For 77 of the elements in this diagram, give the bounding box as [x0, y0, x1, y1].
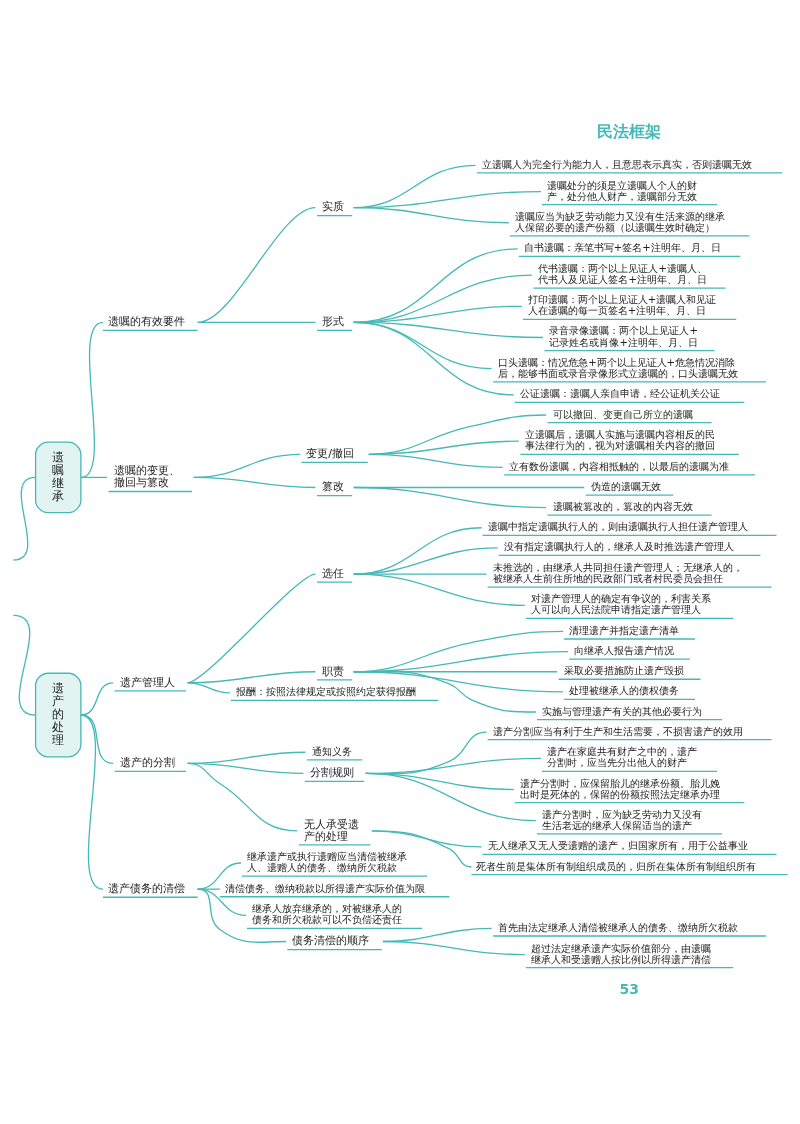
node-text: 实施与管理遗产有关的其他必要行为 — [541, 705, 702, 717]
node-text: 篡改 — [321, 479, 344, 493]
node-text: 首先由法定继承人清偿被继承人的债务、缴纳所欠税款 — [498, 921, 739, 933]
connector — [365, 772, 537, 821]
node-text: 无人承受遗产的处理 — [303, 817, 359, 843]
connector — [186, 681, 231, 694]
node-text: 分割规则 — [309, 765, 354, 779]
node-text: 伪造的遗嘱无效 — [590, 480, 661, 492]
node-text: 立遗嘱人为完全行为能力人，且意思表示真实，否则遗嘱无效 — [482, 158, 753, 170]
node-text: 遗嘱处分的须是立遗嘱人个人的财产，处分他人财产，遗嘱部分无效 — [546, 179, 697, 202]
node-text: 无人继承又无人受遗赠的遗产，归国家所有，用于公益事业 — [487, 839, 748, 851]
node-text: 遗嘱应当为缺乏劳动能力又没有生活来源的继承人保留必要的遗产份额（以遗嘱生效时确定） — [514, 210, 725, 233]
node-text: 遗产债务的清偿 — [108, 881, 186, 895]
node-text: 继承遗产或执行遗赠应当清偿被继承人、遗赠人的债务、缴纳所欠税款 — [246, 850, 407, 873]
node-text: 公证遗嘱：遗嘱人亲自申请，经公证机关公证 — [519, 387, 720, 399]
connector — [197, 321, 317, 323]
node-box: 遗产的处理 — [34, 672, 82, 757]
connector — [80, 681, 114, 716]
node-text: 录音录像遗嘱：两个以上见证人+记录姓名或肖像+注明年、月、日 — [549, 324, 698, 348]
connector — [353, 486, 547, 508]
connector — [353, 572, 526, 606]
node-text: 遗产的分割 — [119, 755, 175, 769]
node-text: 处理被继承人的债权债务 — [569, 684, 680, 696]
connector — [197, 888, 287, 943]
node-text: 对遗产管理人的确定有争议的，利害关系人可以向人民法院申请指定遗产管理人 — [530, 592, 711, 615]
node-text: 立有数份遗嘱，内容相抵触的，以最后的遗嘱为准 — [509, 460, 730, 472]
node-text: 遗产分割时，应为缺乏劳动力又没有生活老远的继承人保留适当的遗产 — [541, 808, 702, 831]
connector — [12, 614, 37, 716]
node-text: 清偿债务、缴纳税款以所得遗产实际价值为限 — [224, 882, 425, 894]
node-text: 继承人放弃继承的，对被继承人的债务和所欠税款可以不负偿还责任 — [252, 902, 403, 925]
label: 53 — [619, 980, 640, 997]
node-text: 职责 — [321, 664, 344, 678]
node-text: 形式 — [321, 314, 344, 328]
node-box: 遗嘱继承 — [34, 441, 82, 513]
node-text: 实质 — [321, 199, 344, 213]
connector — [371, 829, 473, 868]
node-text: 遗嘱的有效要件 — [108, 314, 186, 328]
node-text: 采取必要措施防止遗产毁损 — [563, 664, 684, 676]
connector — [353, 670, 537, 713]
node-text: 口头遗嘱：情况危急+两个以上见证人+危急情况消除后，能够书面或录音录像形式立遗嘱的，口头遗嘱无效 — [498, 356, 739, 379]
connector — [12, 476, 37, 561]
node-text: 通知义务 — [311, 745, 352, 757]
node-text: 遗产管理人 — [119, 675, 175, 689]
node-text: 遗产分割时，应保留胎儿的继承份额。胎儿娩出时是死体的，保留的份额按照法定继承办理 — [519, 776, 720, 800]
node-text: 自书遗嘱：亲笔书写+签名+注明年、月、日 — [523, 241, 721, 253]
connector — [368, 453, 504, 468]
node-text: 清理遗产并指定遗产清单 — [569, 624, 680, 636]
label: 民法框架 — [597, 121, 662, 141]
node-text: 立遗嘱后，遗嘱人实施与遗嘱内容相反的民事法律行为的，视为对遗嘱相关内容的撤回 — [525, 428, 716, 451]
node-text: 代书遗嘱：两个以上见证人+遗嘱人、代书人及见证人签名+注明年、月、日 — [538, 262, 707, 285]
connector — [80, 321, 104, 478]
node-text: 遗嘱的变更、撤回与篡改 — [113, 463, 180, 489]
node-text: 未推选的，由继承人共同担任遗产管理人；无继承人的，被继承人生前住所地的民政部门或者村民委员会担任 — [492, 561, 743, 584]
connector — [353, 206, 510, 223]
connector — [186, 762, 298, 831]
node-text: 遗产分割应当有利于生产和生活需要，不损害遗产的效用 — [492, 725, 743, 737]
node-text: 遗产在家庭共有财产之中的，遗产分割时，应当先分出他人的财产 — [546, 745, 697, 768]
node-text: 超过法定继承遗产实际价值部分，由遗嘱继承人和受遗赠人按比例以所得遗产清偿 — [530, 942, 711, 965]
node-text: 遗嘱被篡改的，篡改的内容无效 — [552, 500, 693, 512]
node-text: 报酬：按照法律规定或按照约定获得报酬 — [235, 685, 416, 697]
connector — [192, 476, 317, 488]
node-text: 死者生前是集体所有制组织成员的，归所在集体所有制组织所有 — [476, 860, 757, 872]
connector — [197, 206, 317, 323]
connector — [80, 713, 104, 890]
connector — [353, 321, 515, 396]
node-text: 向继承人报告遗产情况 — [574, 644, 675, 656]
node-text: 选任 — [321, 566, 344, 580]
connector — [382, 940, 526, 955]
node-text: 遗嘱中指定遗嘱执行人的，则由遗嘱执行人担任遗产管理人 — [487, 520, 748, 532]
connector — [371, 829, 483, 848]
connector — [197, 861, 242, 890]
node-text: 没有指定遗嘱执行人的，继承人及时推选遗产管理人 — [503, 540, 734, 552]
node-text: 可以撤回、变更自己所立的遗嘱 — [552, 408, 693, 420]
connector — [80, 476, 108, 478]
node-text: 债务清偿的顺序 — [292, 933, 370, 947]
node-text: 打印遗嘱：两个以上见证人+遗嘱人和见证人在遗嘱的每一页签名+注明年、月、日 — [527, 293, 717, 316]
node-text: 变更/撤回 — [306, 446, 355, 460]
